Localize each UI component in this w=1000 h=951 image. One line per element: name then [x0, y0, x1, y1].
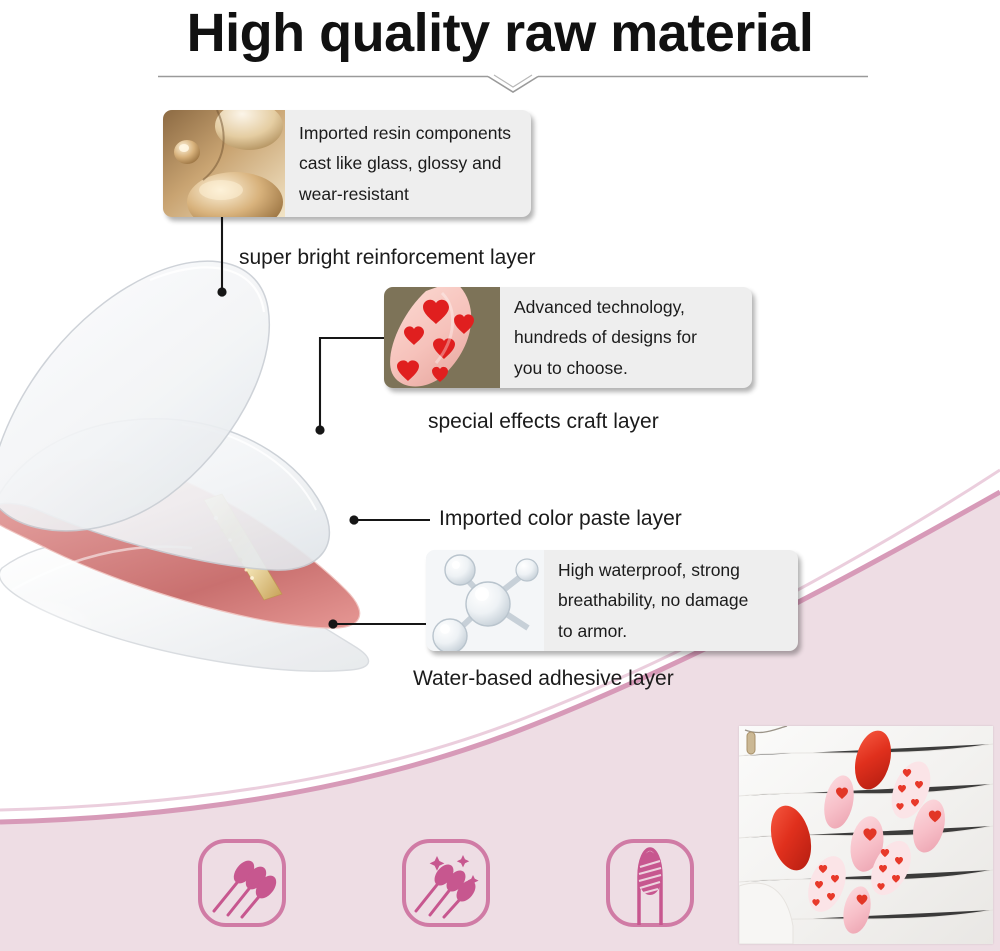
- finger-outline: [637, 847, 663, 925]
- label-color-paste-layer: Imported color paste layer: [439, 507, 682, 530]
- callout-line: wear-resistant: [299, 183, 409, 204]
- label-adhesive-layer: Water-based adhesive layer: [413, 667, 674, 690]
- callout-line: hundreds of designs for: [514, 327, 697, 348]
- callout-line: cast like glass, glossy and: [299, 153, 502, 174]
- clear-molecule-thumbnail: [426, 550, 544, 651]
- callout-card-resin[interactable]: Imported resin components cast like glas…: [163, 110, 531, 217]
- exploded-nail-layers-diagram: [0, 260, 370, 672]
- heart-nail-design-thumbnail: [384, 287, 500, 388]
- pink-swoosh-edge-secondary: [0, 468, 1000, 812]
- label-special-effects-layer: special effects craft layer: [428, 410, 659, 433]
- callout-line: Imported resin components: [299, 123, 512, 144]
- chevron-down-icon: [487, 75, 539, 93]
- callout-text-waterproof: High waterproof, strong breathability, n…: [544, 550, 798, 651]
- callout-line: High waterproof, strong: [558, 560, 740, 581]
- feature-icon-row: [196, 833, 696, 933]
- title-divider: [158, 74, 868, 93]
- press-on-nails-photo[interactable]: [739, 726, 993, 944]
- pink-swoosh-edge: [0, 489, 1000, 825]
- callout-line: breathability, no damage: [558, 590, 749, 611]
- callout-line: Advanced technology,: [514, 297, 685, 318]
- page-title: High quality raw material: [186, 3, 814, 63]
- resin-droplets-thumbnail: [163, 110, 285, 217]
- callout-text-resin: Imported resin components cast like glas…: [285, 110, 531, 217]
- striped-nail-finger-icon[interactable]: [604, 837, 696, 929]
- callout-text-design: Advanced technology, hundreds of designs…: [500, 287, 752, 388]
- sparkle-nails-icon[interactable]: [400, 837, 492, 929]
- nail-stripes: [638, 860, 662, 894]
- callout-line: you to choose.: [514, 357, 628, 378]
- callout-card-waterproof[interactable]: High waterproof, strong breathability, n…: [426, 550, 798, 651]
- title-block: High quality raw material: [0, 0, 1000, 64]
- callout-card-design[interactable]: Advanced technology, hundreds of designs…: [384, 287, 752, 388]
- three-nails-icon[interactable]: [196, 837, 288, 929]
- layer-reinforcement: [0, 260, 270, 532]
- label-reinforcement-layer: super bright reinforcement layer: [239, 246, 536, 269]
- callout-line: to armor.: [558, 620, 628, 641]
- sparkle-stars: [429, 855, 479, 887]
